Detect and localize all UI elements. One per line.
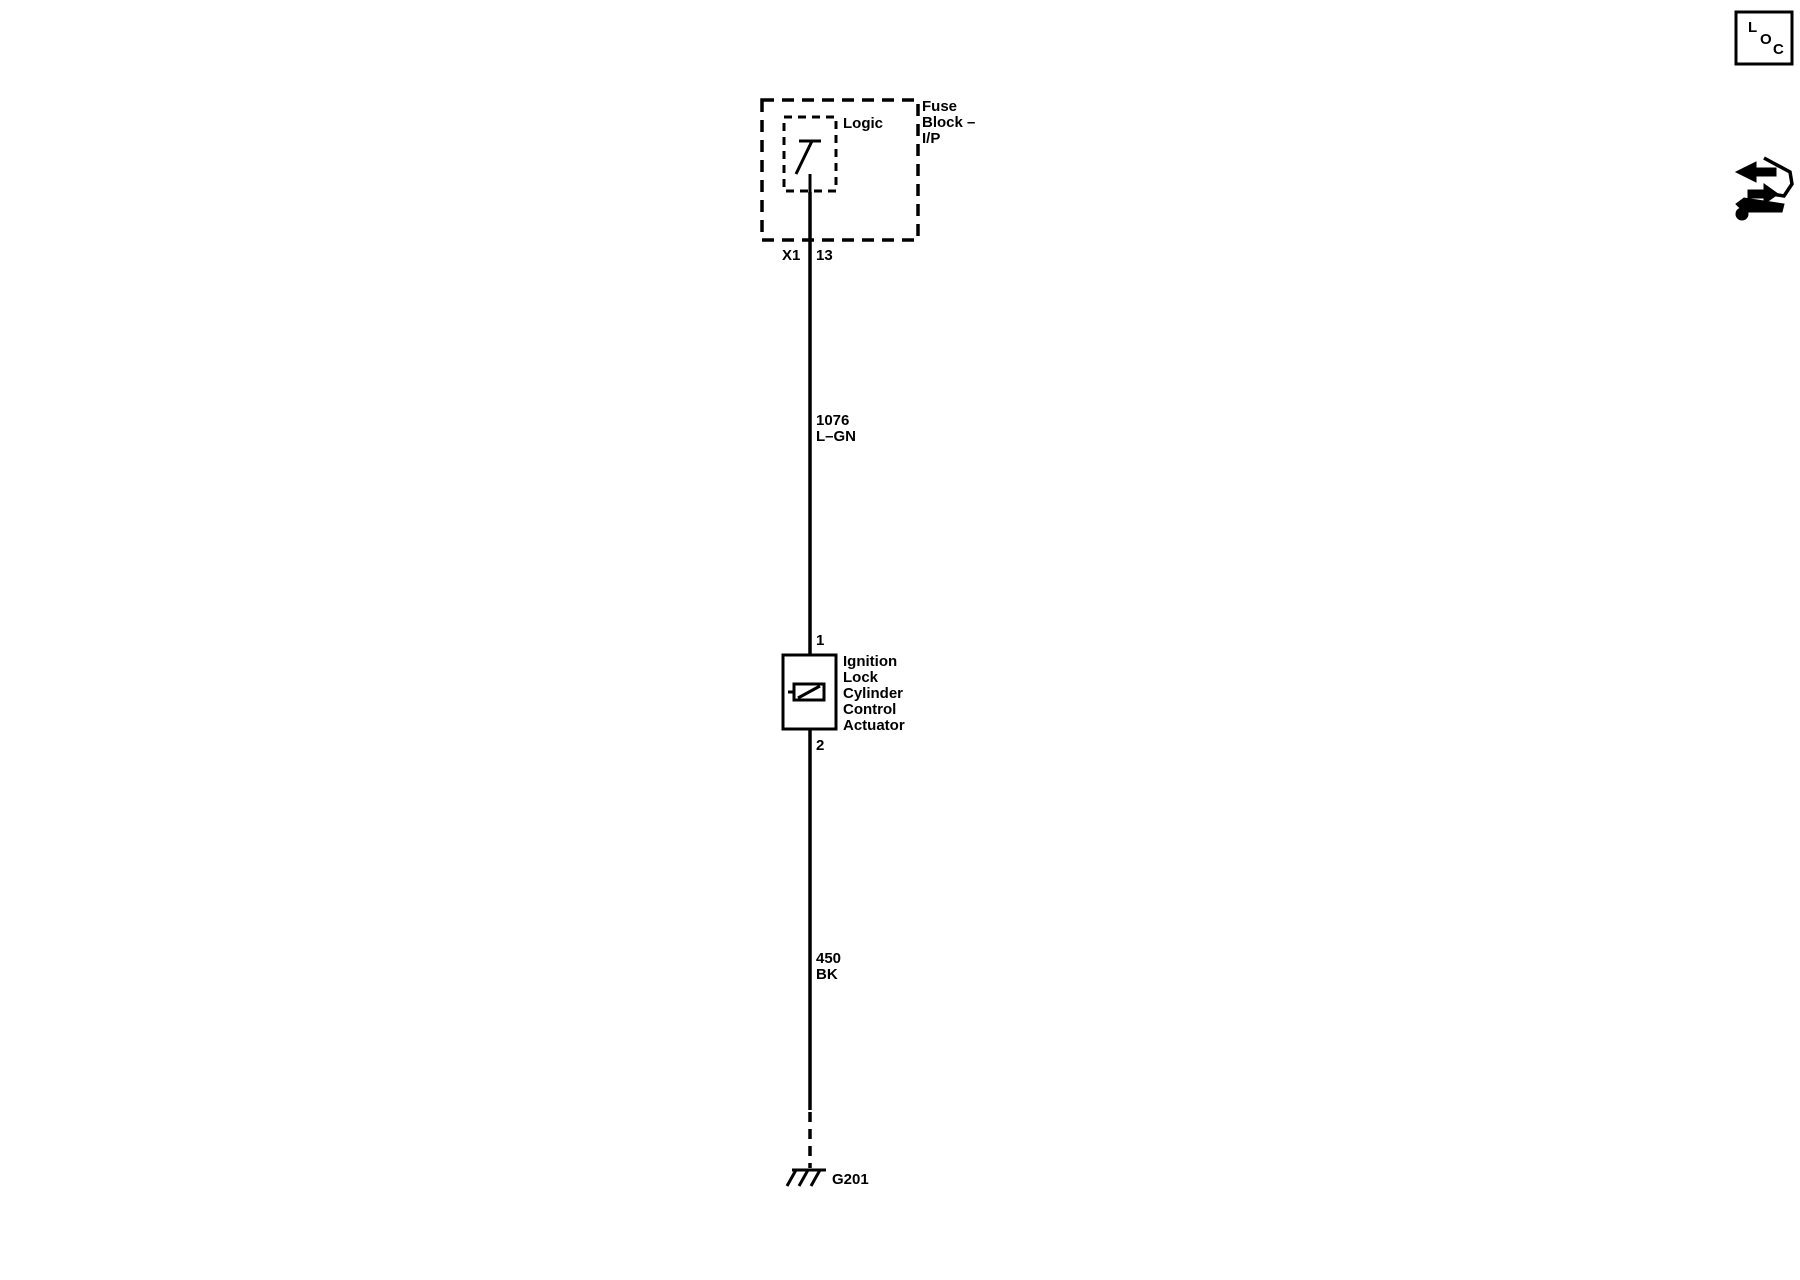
logic-label: Logic — [843, 115, 883, 132]
ground-icon — [785, 1168, 826, 1187]
location-view-icon[interactable]: L O C — [1734, 10, 1794, 66]
fuse-block-label-3: I/P — [922, 130, 940, 147]
connector-pin-label: 13 — [816, 247, 833, 264]
actuator-label-5: Actuator — [843, 717, 905, 734]
actuator-label-3: Cylinder — [843, 685, 903, 702]
actuator-label-1: Ignition — [843, 653, 897, 670]
logic-outline — [782, 115, 838, 193]
wire-450-circuit: 450 — [816, 950, 841, 967]
solenoid-icon — [788, 682, 826, 702]
logic-switch-icon — [794, 139, 821, 192]
loc-letter-c: C — [1773, 41, 1784, 58]
fuse-block-label-2: Block – — [922, 114, 975, 131]
wire-1076-color: L–GN — [816, 428, 856, 445]
actuator-pin-bottom: 2 — [816, 737, 824, 754]
fuse-block-label-1: Fuse — [922, 98, 957, 115]
actuator-label-2: Lock — [843, 669, 879, 686]
loc-letter-o: O — [1760, 31, 1772, 48]
fuse-block-outline — [760, 98, 920, 242]
loc-letter-l: L — [1748, 19, 1757, 36]
actuator-pin-top: 1 — [816, 632, 824, 649]
actuator-label-4: Control — [843, 701, 896, 718]
service-tool-icon[interactable] — [1734, 156, 1794, 221]
wire-1076-circuit: 1076 — [816, 412, 849, 429]
wire-450-color: BK — [816, 966, 838, 983]
ground-label: G201 — [832, 1171, 869, 1188]
connector-label: X1 — [782, 247, 800, 264]
